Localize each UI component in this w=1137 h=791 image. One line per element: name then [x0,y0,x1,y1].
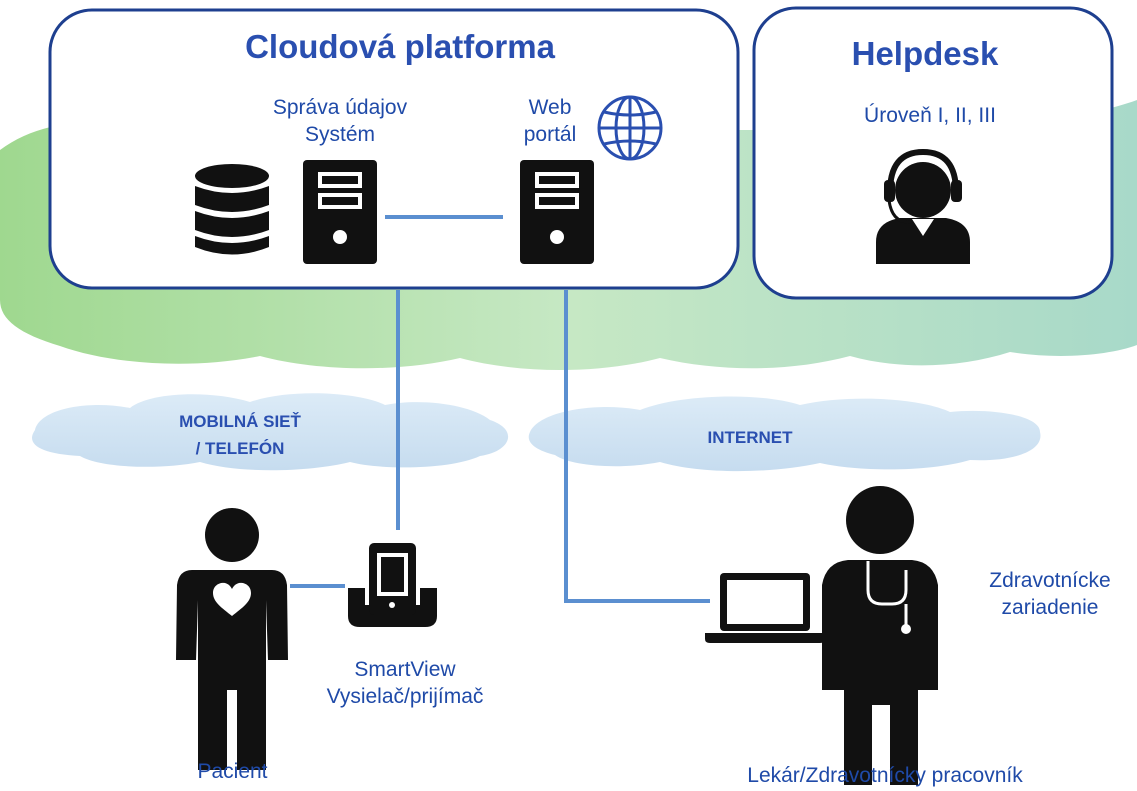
smartview-label-line2: Vysielač/prijímač [326,685,484,708]
patient-label: Pacient [197,760,268,783]
facility-label-line1: Zdravotnícke [989,569,1111,592]
mobile-network-cloud [32,393,509,471]
heart-icon [213,582,251,616]
mobile-network-label: MOBILNÁ SIEŤ / TELEFÓN [130,408,350,462]
database-icon [195,164,269,255]
smartview-label-line1: SmartView [354,658,456,681]
web-server-icon [520,160,594,264]
mobile-network-label-line1: MOBILNÁ SIEŤ [179,412,301,431]
doctor-label: Lekár/Zdravotnícky pracovník [747,764,1023,787]
globe-icon [597,95,663,161]
web-portal-label: Web portál [500,94,600,148]
patient-icon [176,508,288,770]
mobile-network-label-line2: / TELEFÓN [195,439,285,458]
cloud-platform-title: Cloudová platforma [245,28,555,65]
stethoscope-icon [866,561,908,625]
doctor-icon [822,486,938,785]
facility-label: Zdravotnícke zariadenie [970,567,1130,621]
data-system-label-line2: Systém [304,123,375,146]
helpdesk-operator-icon [876,148,970,264]
web-portal-label-line2: portál [523,123,577,146]
web-portal-label-line1: Web [528,96,572,119]
facility-label-line2: zariadenie [1001,596,1099,619]
internet-uplink-line [564,290,710,603]
internet-label: INTERNET [707,428,793,447]
data-system-label-line1: Správa údajov [272,96,408,119]
laptop-icon [705,573,825,643]
data-system-label: Správa údajov Systém [240,94,440,148]
data-server-icon [303,160,377,264]
smartview-device-icon [348,543,437,627]
smartview-label: SmartView Vysielač/prijímač [300,656,510,710]
internet-cloud [528,396,1041,472]
helpdesk-levels: Úroveň I, II, III [864,104,996,127]
helpdesk-title: Helpdesk [851,35,999,72]
